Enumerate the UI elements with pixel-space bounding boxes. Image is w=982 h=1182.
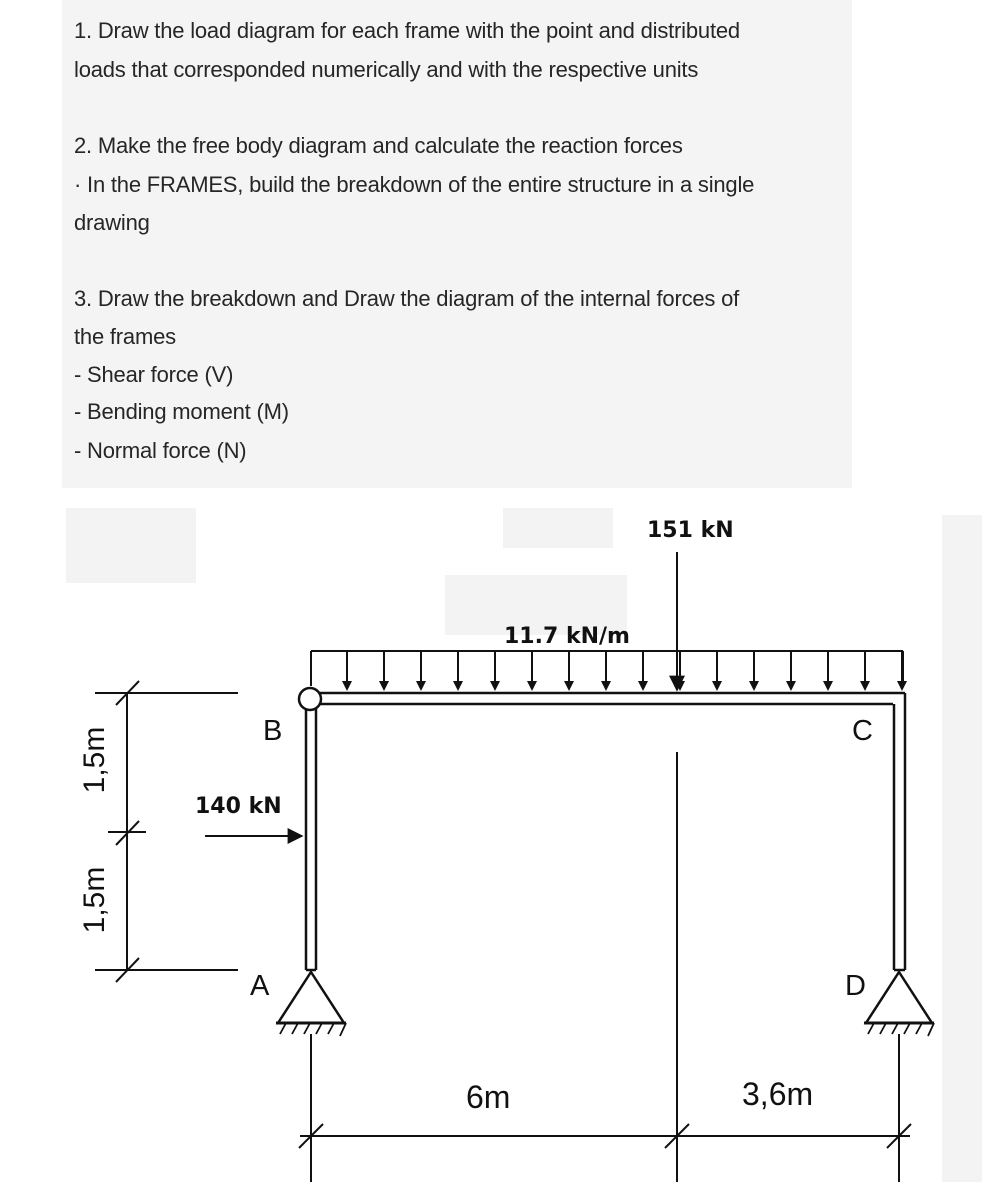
distributed-load-arrowhead (601, 681, 611, 691)
distributed-load-arrowhead (379, 681, 389, 691)
blank-box (503, 508, 613, 548)
instruction-item-3-line-4: - Bending moment (M) (74, 399, 289, 424)
column-ab (304, 700, 318, 972)
distributed-load-arrowhead (786, 681, 796, 691)
distributed-load-arrowhead (490, 681, 500, 691)
instruction-item-2-line-1: 2. Make the free body diagram and calcul… (74, 133, 683, 158)
instruction-item-3-line-3: - Shear force (V) (74, 362, 234, 387)
instruction-item-1-line-2: loads that corresponded numerically and … (74, 57, 699, 82)
distributed-load-arrowhead (564, 681, 574, 691)
instruction-item-3-line-1: 3. Draw the breakdown and Draw the diagr… (74, 286, 740, 311)
point-load-top-label: 151 kN (647, 518, 734, 543)
instruction-item-3-line-5: - Normal force (N) (74, 438, 247, 463)
blank-box (66, 508, 196, 583)
height-lower-label: 1,5m (78, 867, 111, 934)
distributed-load-arrowhead (342, 681, 352, 691)
distributed-load-arrowhead (712, 681, 722, 691)
instruction-item-2-line-2: · In the FRAMES, build the breakdown of … (74, 172, 755, 197)
distributed-load-arrowhead (527, 681, 537, 691)
hinge-b-icon (297, 686, 323, 712)
beam-bc (312, 691, 905, 706)
instruction-item-3-line-2: the frames (74, 324, 176, 349)
node-c-label: C (852, 715, 873, 747)
blank-box (445, 575, 627, 635)
node-d-label: D (845, 970, 866, 1002)
node-b-label: B (263, 715, 282, 747)
span-dimension (298, 1034, 912, 1182)
distributed-load-label: 11.7 kN/m (504, 624, 630, 649)
distributed-load-arrowhead (823, 681, 833, 691)
height-upper-label: 1,5m (78, 727, 111, 794)
point-load-side-label: 140 kN (195, 794, 282, 819)
distributed-load-arrowhead (638, 681, 648, 691)
blank-strip (942, 515, 982, 1182)
instruction-item-1-line-1: 1. Draw the load diagram for each frame … (74, 18, 740, 43)
distributed-load-arrowhead (749, 681, 759, 691)
span-right-label: 3,6m (742, 1076, 813, 1112)
distributed-load-arrowhead (897, 681, 907, 691)
distributed-load-arrowhead (453, 681, 463, 691)
instruction-item-2-line-3: drawing (74, 210, 150, 235)
node-a-label: A (250, 970, 270, 1002)
distributed-load-arrowhead (416, 681, 426, 691)
distributed-load-arrows (342, 651, 907, 691)
distributed-load-arrowhead (860, 681, 870, 691)
pin-support-d-icon (863, 969, 935, 1037)
pin-support-a-icon (275, 969, 347, 1037)
instructions-panel (62, 0, 852, 488)
height-dimension (95, 680, 238, 983)
span-left-label: 6m (466, 1079, 510, 1115)
column-cd (892, 693, 907, 972)
